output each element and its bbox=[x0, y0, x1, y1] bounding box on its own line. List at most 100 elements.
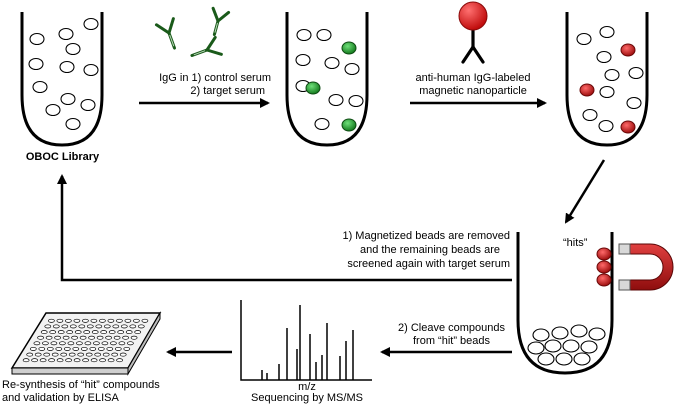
elisa-well bbox=[74, 330, 82, 335]
elisa-well bbox=[63, 346, 71, 351]
elisa-well bbox=[114, 346, 122, 351]
elisa-well bbox=[124, 318, 132, 323]
elisa-well bbox=[48, 318, 55, 323]
elisa-well bbox=[46, 346, 54, 351]
elisa-well bbox=[96, 335, 104, 340]
elisa-plate-icon bbox=[10, 311, 162, 376]
elisa-well bbox=[65, 358, 72, 363]
elisa-well bbox=[43, 352, 51, 357]
elisa-well bbox=[76, 341, 83, 346]
elisa-well bbox=[56, 318, 64, 323]
elisa-well bbox=[120, 324, 128, 329]
elisa-well bbox=[113, 335, 121, 340]
elisa-well bbox=[34, 352, 42, 357]
unbound-beads bbox=[295, 28, 364, 131]
elisa-well bbox=[141, 318, 149, 323]
tube-after-serum bbox=[285, 12, 369, 147]
magnet-icon bbox=[618, 243, 674, 291]
elisa-well bbox=[110, 341, 117, 346]
elisa-well bbox=[100, 330, 108, 335]
ms-spectrum bbox=[240, 300, 372, 381]
elisa-well bbox=[45, 335, 53, 340]
elisa-well bbox=[99, 318, 106, 323]
elisa-well bbox=[49, 330, 57, 335]
label-oboc-library: OBOC Library bbox=[25, 151, 100, 163]
elisa-well bbox=[80, 346, 88, 351]
label-anti-igg-line2: magnetic nanoparticle bbox=[419, 85, 527, 97]
elisa-well bbox=[37, 335, 44, 340]
elisa-well bbox=[107, 358, 115, 363]
elisa-well bbox=[29, 346, 37, 351]
label-anti-igg-line1: anti-human IgG-labeled bbox=[415, 72, 531, 84]
elisa-well bbox=[95, 324, 103, 329]
elisa-well bbox=[89, 346, 97, 351]
elisa-well bbox=[56, 358, 64, 363]
elisa-well bbox=[102, 352, 110, 357]
elisa-well bbox=[127, 341, 134, 346]
elisa-well bbox=[123, 346, 131, 351]
arrow-to-magnet bbox=[564, 159, 606, 224]
elisa-well bbox=[90, 318, 98, 323]
elisa-well bbox=[99, 358, 106, 363]
elisa-well bbox=[67, 341, 75, 346]
hit-beads bbox=[596, 247, 612, 287]
label-igg-line2: 2) target serum bbox=[190, 85, 265, 97]
elisa-well bbox=[68, 352, 76, 357]
elisa-well bbox=[52, 324, 60, 329]
elisa-well bbox=[122, 335, 129, 340]
ms-axes bbox=[240, 300, 372, 381]
tube-oboc-library bbox=[20, 12, 104, 147]
elisa-well bbox=[77, 352, 85, 357]
elisa-well bbox=[60, 352, 68, 357]
elisa-well bbox=[65, 318, 72, 323]
elisa-well bbox=[118, 341, 126, 346]
label-hits: “hits” bbox=[563, 237, 588, 249]
label-resynthesis-line1: Re-synthesis of “hit” compounds bbox=[2, 379, 160, 391]
elisa-well bbox=[84, 341, 92, 346]
elisa-well bbox=[38, 346, 46, 351]
elisa-well bbox=[62, 335, 70, 340]
label-magnetized-line1: 1) Magnetized beads are removed bbox=[342, 230, 510, 242]
elisa-well bbox=[117, 330, 125, 335]
elisa-well bbox=[61, 324, 69, 329]
elisa-well bbox=[40, 330, 48, 335]
igg-antibodies bbox=[154, 6, 231, 57]
unlabeled-beads bbox=[576, 25, 644, 133]
elisa-well bbox=[107, 318, 115, 323]
elisa-well bbox=[116, 318, 123, 323]
elisa-well bbox=[101, 341, 109, 346]
elisa-well bbox=[66, 330, 74, 335]
elisa-well bbox=[39, 358, 47, 363]
elisa-well bbox=[116, 358, 123, 363]
elisa-well bbox=[111, 352, 119, 357]
elisa-well bbox=[97, 346, 105, 351]
magnetic-nanoparticle bbox=[458, 1, 488, 64]
elisa-well bbox=[130, 335, 138, 340]
elisa-well bbox=[85, 352, 93, 357]
label-resynthesis-line2: and validation by ELISA bbox=[2, 392, 119, 404]
remaining-beads bbox=[527, 324, 606, 366]
elisa-well bbox=[133, 318, 140, 323]
elisa-well bbox=[72, 346, 80, 351]
elisa-well bbox=[137, 324, 145, 329]
elisa-well bbox=[93, 341, 100, 346]
elisa-well bbox=[31, 358, 38, 363]
elisa-well bbox=[105, 335, 112, 340]
elisa-well bbox=[129, 324, 137, 329]
elisa-well bbox=[91, 330, 99, 335]
elisa-well bbox=[125, 330, 133, 335]
elisa-well bbox=[83, 330, 91, 335]
elisa-well bbox=[33, 341, 41, 346]
elisa-well bbox=[106, 346, 114, 351]
elisa-well bbox=[82, 318, 89, 323]
label-sequencing: Sequencing by MS/MS bbox=[251, 392, 363, 404]
label-magnetized-line3: screened again with target serum bbox=[347, 258, 510, 270]
label-cleave-line1: 2) Cleave compounds bbox=[397, 322, 505, 334]
igg-antibody-highlights bbox=[169, 22, 218, 56]
elisa-well bbox=[59, 341, 66, 346]
elisa-plate-wells bbox=[22, 318, 149, 363]
elisa-well bbox=[94, 352, 102, 357]
elisa-well bbox=[42, 341, 49, 346]
